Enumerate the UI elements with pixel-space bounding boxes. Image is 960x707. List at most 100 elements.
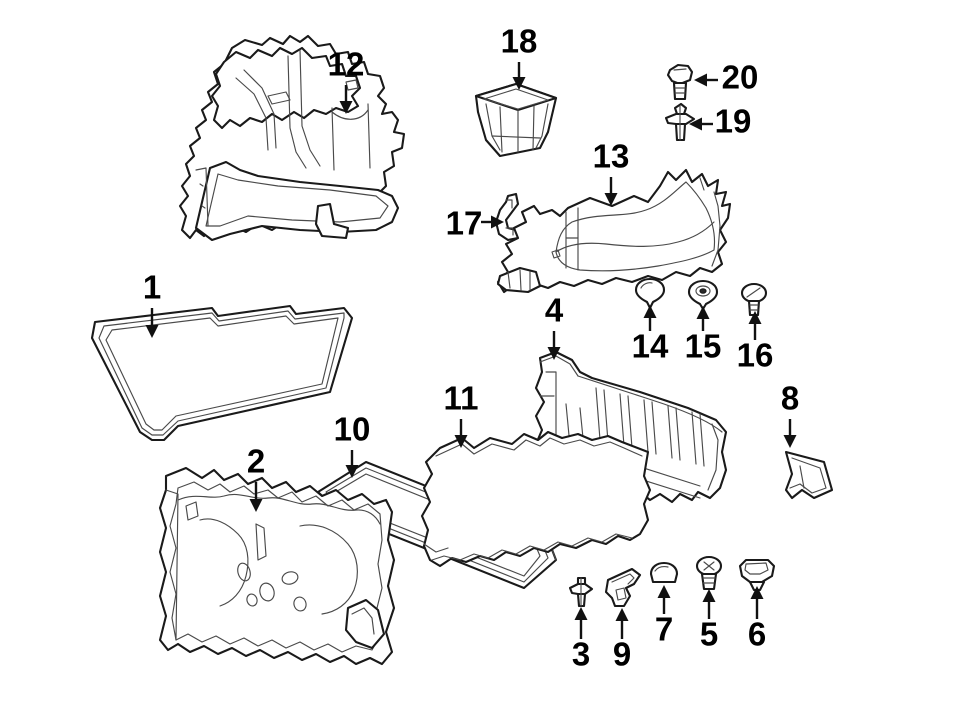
arrowhead-2 [249,499,263,512]
callout-label-13: 13 [593,138,630,175]
callout-19-push-rivet-fastener: 19 [689,103,751,140]
part-13-inner-contour [555,181,716,272]
part-11-trunk-floor-carpet-mat [420,430,652,568]
part-20-threads [674,87,686,94]
callout-label-12: 12 [328,46,365,83]
part-18-divider-right [532,105,535,151]
callout-18-storage-tray-bin: 18 [501,23,537,90]
part-16-slot [746,287,761,298]
callout-3-push-pin-retainer: 3 [572,607,590,673]
part-2-tab-center [255,523,267,561]
callout-label-1: 1 [143,269,161,306]
part-12-trunk-side-trim-panel-left [178,34,406,242]
arrowhead-10 [345,465,359,478]
part-16-threads [749,304,759,311]
arrowhead-9 [615,608,629,621]
part-16-shank [747,299,761,317]
part-2-left-fold [165,489,179,641]
arrowhead-19 [689,117,702,131]
callout-5-phillips-head-screw: 5 [700,589,718,653]
callout-label-17: 17 [446,205,483,242]
part-13-flange-ribs [507,269,531,291]
part-13-top-notch [699,177,705,191]
part-11-top-edge-inner [435,437,643,457]
callout-label-4: 4 [545,292,564,329]
part-2-left-notch [185,501,199,521]
arrowhead-11 [454,435,468,448]
part-2-outer [158,466,396,666]
callout-label-20: 20 [722,59,759,96]
callout-label-2: 2 [247,443,265,480]
part-1-inner-edge-2 [105,315,339,431]
part-4-rib-3 [643,399,649,453]
part-3-push-pin-retainer [568,576,594,608]
part-5-threads [702,577,716,584]
part-15-body [687,279,719,311]
part-13-sweep-line [555,221,715,253]
callout-label-10: 10 [334,411,371,448]
part-5-phillips-cross [703,561,715,571]
callout-label-7: 7 [655,611,673,648]
part-11-bottom-edge-inner [431,533,633,561]
part-4-upper-sweep [577,375,723,433]
callout-label-11: 11 [444,380,479,417]
arrowhead-3 [574,607,588,620]
part-2-sculpt-right [299,524,358,615]
part-2-rear-seat-back-insulator [158,466,396,666]
part-9-inner-1 [611,573,635,585]
arrowhead-6 [750,586,764,599]
part-20-head-facet [673,68,687,71]
callout-20-hex-head-bolt: 20 [694,59,758,96]
part-11-body [420,430,652,568]
part-12-upper-wing [210,46,362,130]
callout-label-5: 5 [700,616,718,653]
callout-13-quarter-trim-panel-right: 13 [593,138,630,206]
part-18-storage-tray-bin [474,82,558,158]
part-4-rib-3b [651,401,657,455]
callout-14-push-pin-clip: 14 [632,305,669,365]
part-4-right-fold [707,423,719,491]
callout-10-trunk-floor-board: 10 [334,411,371,478]
callout-17-hook-bracket: 17 [446,205,504,242]
part-12-rail-inner [205,173,389,227]
part-12-dot-b [201,205,206,209]
arrowhead-17 [491,215,504,229]
part-8-body [784,450,834,500]
part-12-bottom-notch [314,202,350,240]
part-5-phillips-head-screw [695,555,723,591]
part-18-rim-inner [483,88,549,110]
callout-8-narrow-trim-strip: 8 [781,380,799,448]
part-8-inner [789,457,827,494]
part-9-body [604,567,642,608]
part-2-hole-4 [293,596,307,612]
part-19-push-rivet-fastener [664,102,696,142]
part-4-rib-1b [603,389,609,443]
callout-1-trunk-lid-trim-panel: 1 [143,269,161,338]
part-17-detail-top [505,199,513,209]
part-12-col-curve [331,109,369,120]
part-15-outer-ring [695,285,711,297]
part-16-head [740,282,768,304]
callout-label-3: 3 [572,636,590,673]
arrowhead-16 [748,311,762,324]
callout-label-8: 8 [781,380,799,417]
part-12-col-left [331,107,335,171]
part-6-body-plug-grommet [738,558,776,592]
part-8-rib [799,465,805,489]
part-7-cap [649,561,679,584]
arrowhead-5 [702,589,716,602]
part-12-slot-hole [267,91,291,105]
part-5-shank [700,572,718,591]
part-12-tab-right [345,79,359,91]
part-18-inner-floor [491,135,541,139]
callout-label-16: 16 [737,337,774,374]
part-18-wall-right [535,103,549,149]
part-4-rib-2 [619,393,625,447]
part-2-bracket-inner [351,607,375,635]
part-4-rib-5 [691,411,697,465]
part-13-right-fold [711,191,721,267]
part-4-left-block [545,371,557,457]
arrowhead-1 [145,325,159,338]
